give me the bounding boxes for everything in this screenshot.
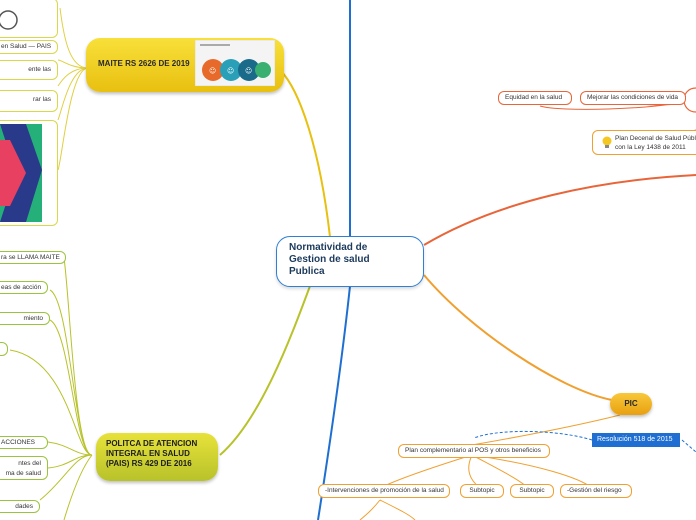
dashed-relation-right [681,439,696,453]
central-topic-line2: Gestion de salud [289,254,370,265]
red-branch [423,174,696,246]
maite-top-frame [0,0,58,38]
pais-leaf-4[interactable]: ACCIONES [0,436,48,449]
pic-subtopic-3[interactable]: Subtopic [510,484,554,498]
green-branch-pais [219,285,311,456]
pic-topic[interactable]: PIC [610,393,652,415]
orange-branch-pic [423,274,613,401]
central-topic-line3: Publica [289,266,325,277]
top-left-icon [0,10,18,30]
central-topic[interactable]: Normatividad de Gestion de salud Publica [276,236,424,287]
pic-subtopic-tail [359,499,416,520]
pic-connectors [379,414,621,489]
pais-leaf-3[interactable]: miento [0,312,50,325]
resolution-label[interactable]: Resolución 518 de 2015 [592,433,680,447]
pic-subtopic-1[interactable]: -Intervenciones de promoción de la salud [318,484,450,498]
pais-connectors [9,257,93,520]
pais-leaf-6[interactable]: dades [0,500,40,513]
maite-thumbnail-overlay: ☺ ☺ ☺ [195,40,275,86]
maite-leaf-2[interactable]: ente las [0,60,58,80]
equidad-leaf[interactable]: Equidad en la salud [498,91,572,105]
condiciones-leaf[interactable]: Mejorar las condiciones de vida [580,91,686,105]
maite-image-frame [0,120,58,226]
dashed-relation [473,430,593,441]
pais-leaf-2[interactable]: eas de acción [0,281,48,294]
pic-subtopic-4[interactable]: -Gestión del riesgo [560,484,632,498]
pais-leaf-5[interactable]: ntes del ma de salud [0,456,48,480]
svg-text:☺: ☺ [227,67,234,75]
plan-complementario-leaf[interactable]: Plan complementario al POS y otros benef… [398,444,550,458]
pais-leaf-1[interactable]: ra se LLAMA MAITE [0,251,66,264]
maite-connectors [57,7,89,171]
pais-topic-line2: INTEGRAL EN SALUD [106,449,190,458]
maite-leaf-3[interactable]: rar las [0,90,58,112]
svg-text:☺: ☺ [209,67,216,75]
pais-topic-line1: POLITCA DE ATENCION [106,439,198,448]
pais-topic[interactable]: POLITCA DE ATENCION INTEGRAL EN SALUD (P… [96,433,218,481]
yellow-branch-maite [279,69,331,238]
chevron-image [0,124,42,222]
svg-text:☺: ☺ [245,67,252,75]
pais-leaf-small[interactable] [0,342,8,356]
central-topic-line1: Normatividad de [289,242,368,253]
lightbulb-icon-overlay [602,136,612,148]
maite-leaf-1[interactable]: en Salud — PAIS [0,40,58,54]
pais-topic-line3: (PAIS) RS 429 DE 2016 [106,459,192,468]
pic-subtopic-2[interactable]: Subtopic [460,484,504,498]
maite-topic-label: MAITE RS 2626 DE 2019 [98,59,190,68]
